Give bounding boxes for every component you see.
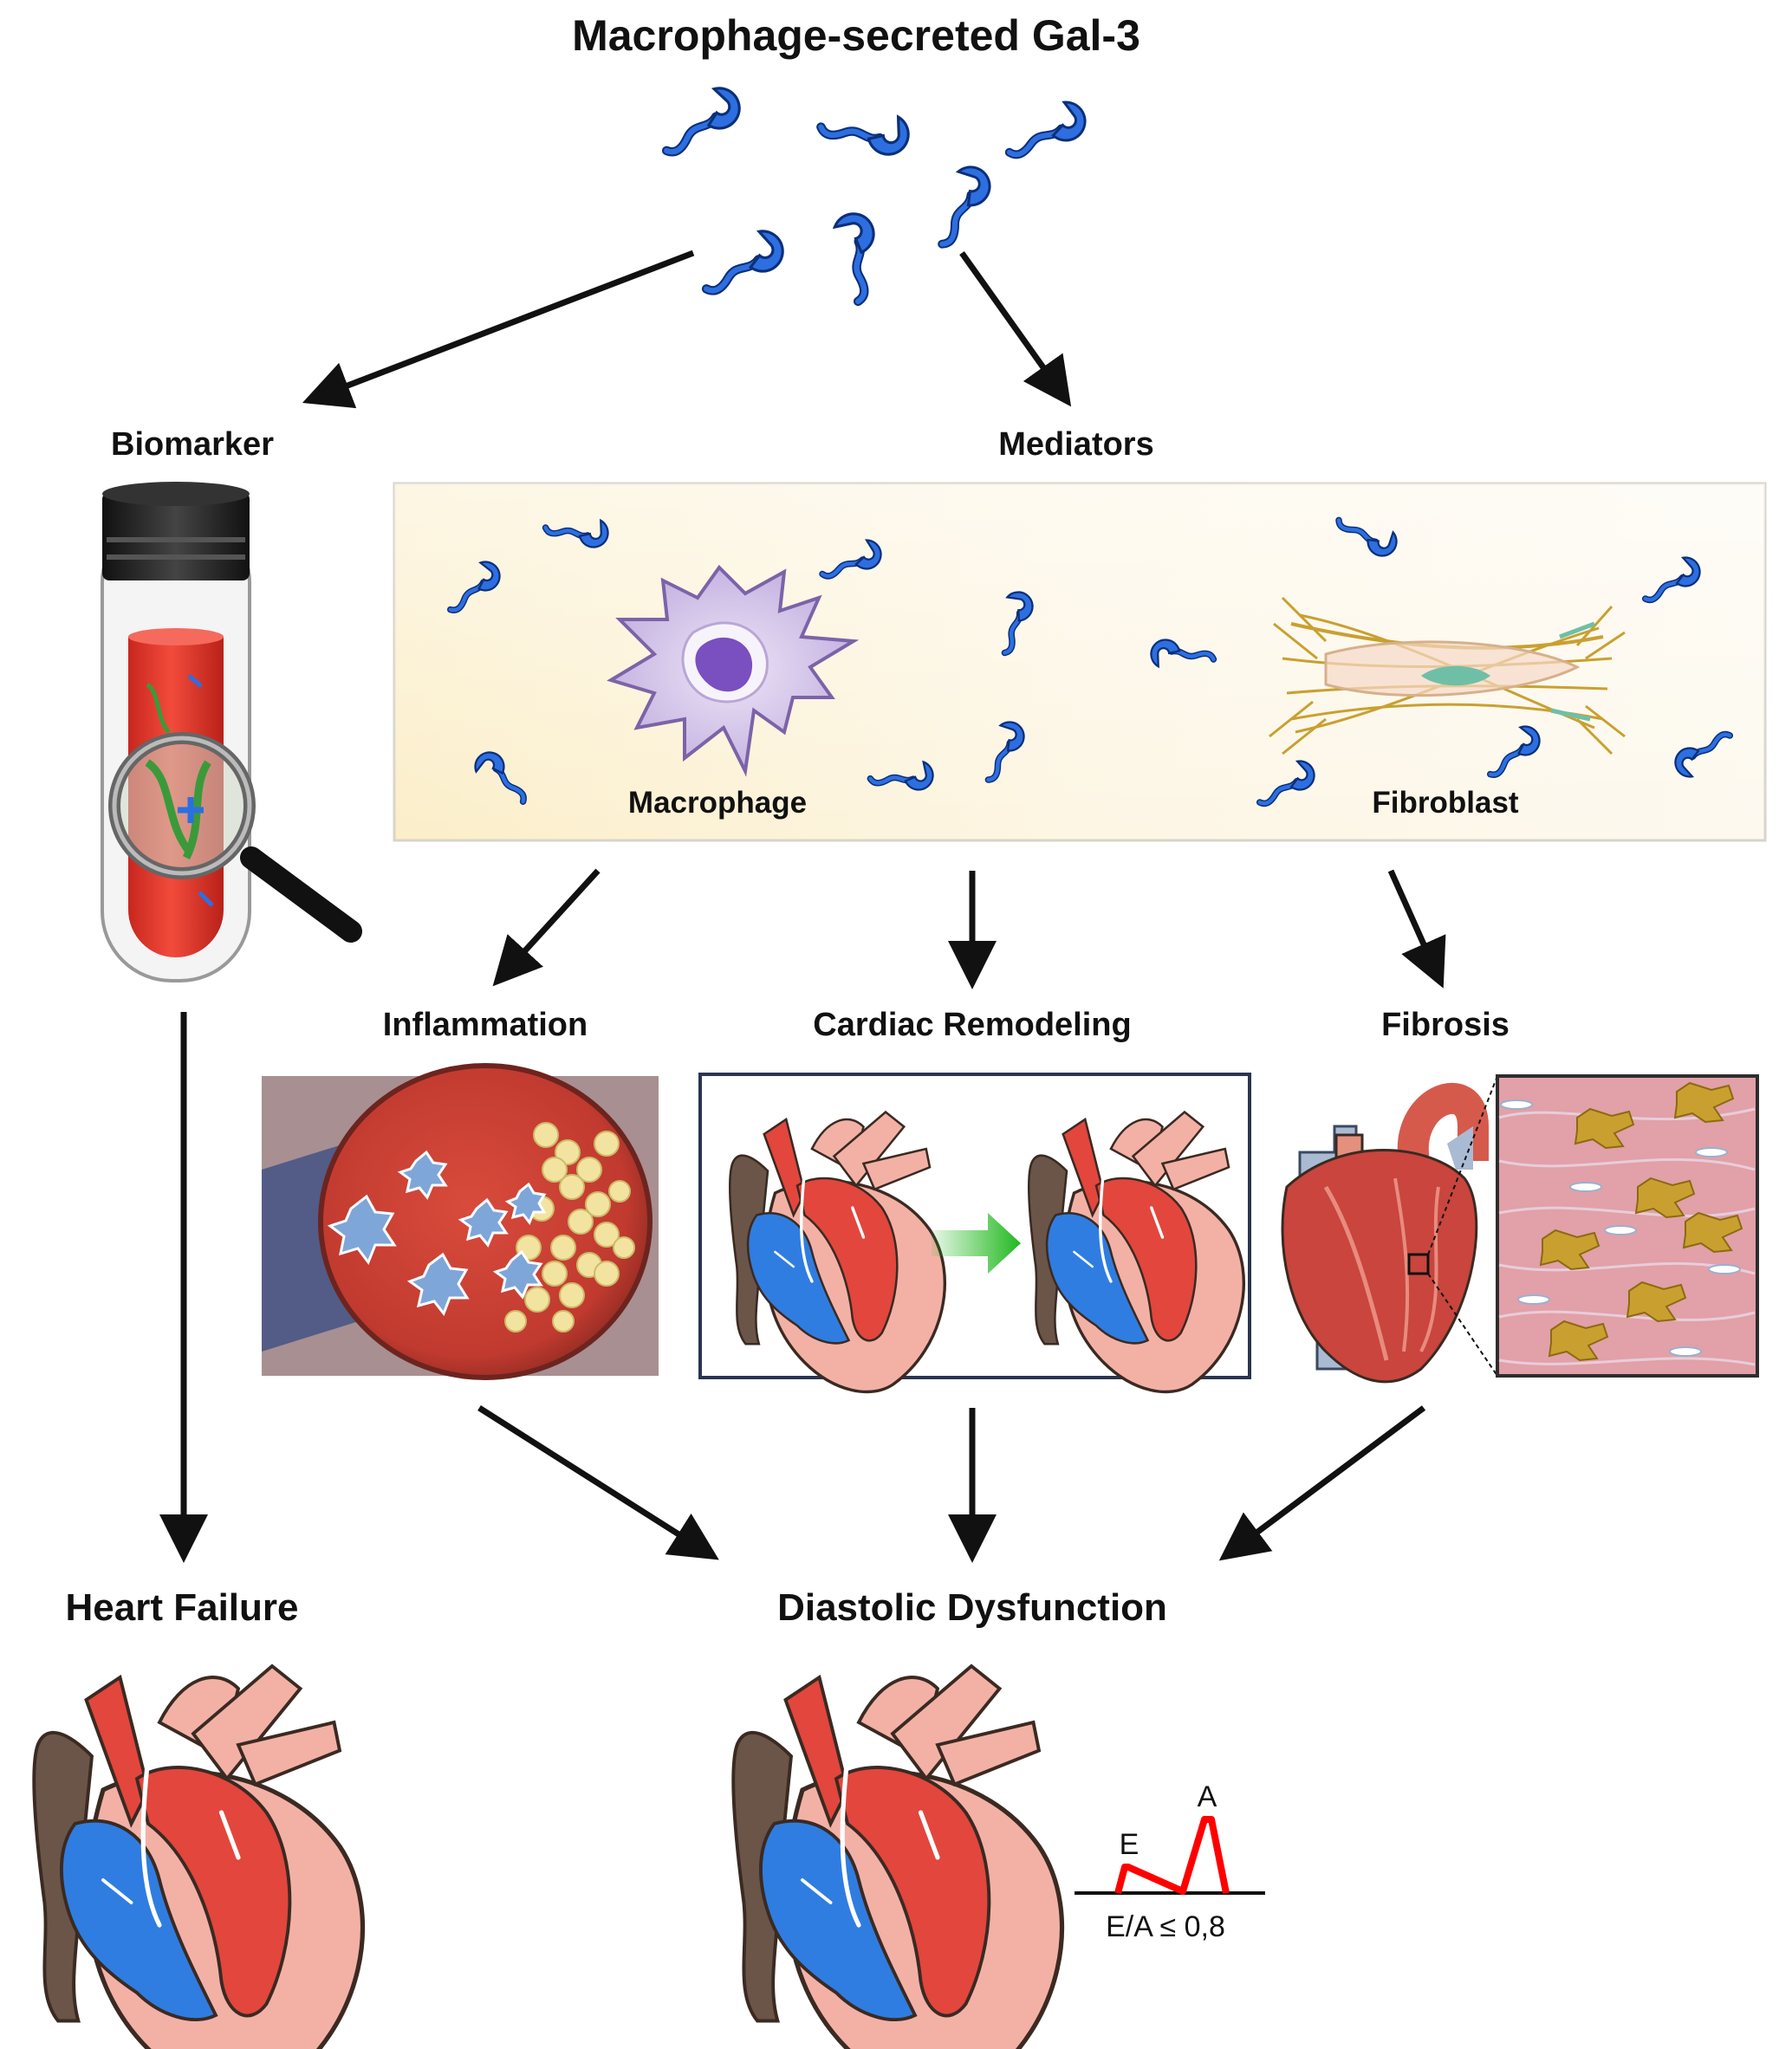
arrow-inflammation-to-diastolic (477, 1405, 719, 1560)
fibrosis-image (1281, 1074, 1759, 1384)
diagram-title: Macrophage-secreted Gal-3 (572, 11, 1140, 60)
arrow-to-biomarker (302, 250, 695, 409)
biomarker-label: Biomarker (111, 426, 274, 463)
gal3-molecule (913, 159, 1004, 246)
macrophage-label: Macrophage (628, 786, 807, 820)
remodeling-panel (698, 1073, 1251, 1394)
magnifier-icon (108, 732, 362, 943)
a-wave-label: A (1198, 1780, 1217, 1813)
heart-failure-label: Heart Failure (66, 1586, 299, 1629)
diastolic-dysfunction-label: Diastolic Dysfunction (777, 1586, 1167, 1629)
inflammation-image (262, 1063, 659, 1380)
mediators-panel: Macrophage Fibroblast (393, 482, 1767, 842)
gal3-molecule (654, 84, 746, 154)
remodeling-label: Cardiac Remodeling (813, 1007, 1131, 1043)
ea-ratio-label: E/A ≤ 0,8 (1106, 1910, 1225, 1943)
arrow-to-fibrosis (1387, 869, 1446, 989)
biomarker-test-tube (101, 482, 251, 982)
zoom-region (1407, 1253, 1430, 1275)
inflammation-label: Inflammation (383, 1007, 588, 1043)
gal3-molecules-cluster (654, 84, 1088, 302)
progression-arrow-icon (932, 1213, 1021, 1274)
doppler-waveform: E A E/A ≤ 0,8 (1075, 1780, 1265, 1943)
gal3-molecule (1005, 101, 1088, 155)
fibrosis-label: Fibrosis (1381, 1007, 1510, 1043)
fibroblast-cell (1269, 596, 1626, 755)
fibroblast-label: Fibroblast (1372, 786, 1519, 820)
mediators-label: Mediators (998, 426, 1153, 463)
heart-failure-heart-icon (34, 1666, 362, 2049)
gal3-molecule (814, 208, 889, 302)
arrow-fibrosis-to-diastolic (1218, 1405, 1426, 1561)
gal3-molecule (820, 86, 916, 171)
diastolic-heart-icon (733, 1666, 1062, 2049)
macrophage-cell (607, 564, 860, 777)
gal3-molecule (698, 228, 788, 292)
arrow-to-inflammation (492, 868, 601, 987)
arrow-to-mediators (959, 250, 1072, 407)
e-wave-label: E (1120, 1828, 1139, 1861)
